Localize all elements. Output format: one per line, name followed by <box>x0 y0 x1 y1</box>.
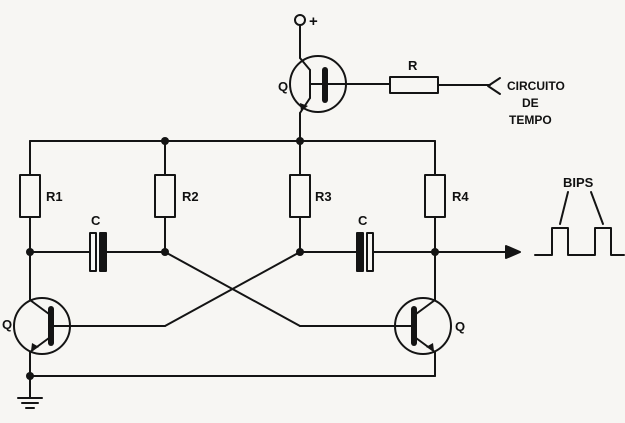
resistor-r4 <box>424 140 446 253</box>
transistor-top <box>289 55 391 142</box>
cross-wire-r3 <box>164 251 301 327</box>
label-q-left: Q <box>2 317 12 332</box>
label-timing-line3: TEMPO <box>509 113 552 127</box>
label-r2: R2 <box>182 189 199 204</box>
bips-waveform <box>534 191 625 256</box>
label-c-left: C <box>91 213 101 228</box>
supply-terminal <box>294 14 306 59</box>
label-vplus: + <box>309 13 318 30</box>
label-timing-line1: CIRCUITO <box>507 79 565 93</box>
label-r1: R1 <box>46 189 63 204</box>
label-q-right: Q <box>455 319 465 334</box>
label-r3: R3 <box>315 189 332 204</box>
label-c-right: C <box>358 213 368 228</box>
transistor-right <box>394 251 452 377</box>
label-timing-line2: DE <box>522 96 539 110</box>
junction-dots <box>26 137 439 380</box>
label-bips: BIPS <box>563 175 594 190</box>
output-line <box>434 245 521 259</box>
ground-symbol <box>17 375 43 409</box>
label-q-top: Q <box>278 79 288 94</box>
transistor-left <box>13 251 71 377</box>
resistor-r <box>389 76 501 95</box>
resistor-r3 <box>289 140 311 253</box>
label-r4: R4 <box>452 189 469 204</box>
capacitor-right <box>299 232 436 272</box>
label-r-top: R <box>408 58 418 73</box>
arrow-left <box>31 343 39 351</box>
arrow-right <box>426 343 434 351</box>
resistor-r2 <box>154 140 176 253</box>
resistor-r1 <box>19 140 41 253</box>
capacitor-left <box>29 232 166 272</box>
arrow-top <box>300 103 308 111</box>
